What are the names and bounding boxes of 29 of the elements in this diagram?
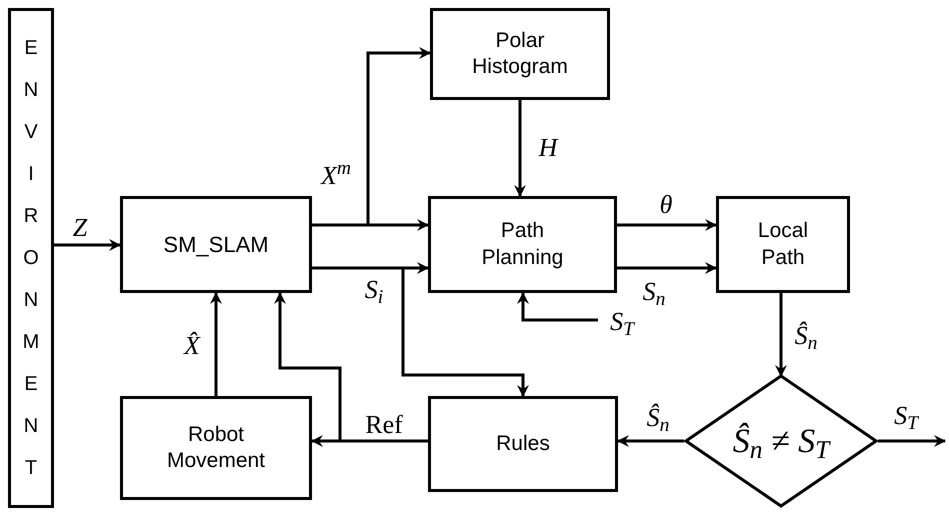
condition-text: Ŝ$_{n}$ ≠ S$_{T}$ xyxy=(732,422,830,466)
arrow xyxy=(312,266,529,397)
box-label: Robot Movement xyxy=(166,422,266,474)
process-box xyxy=(120,196,312,293)
arrow xyxy=(617,262,717,274)
box-label: Polar Histogram xyxy=(471,28,569,80)
box-label: Rules xyxy=(496,430,550,457)
box-label: Local Path xyxy=(756,218,810,270)
process-box xyxy=(716,196,850,293)
process-box xyxy=(428,396,618,492)
arrow xyxy=(274,292,428,442)
environment-box xyxy=(8,8,54,508)
arrow xyxy=(775,293,787,377)
arrow xyxy=(617,435,684,447)
arrow xyxy=(210,292,222,396)
arrow xyxy=(878,435,946,447)
process-box xyxy=(120,396,312,500)
arrow xyxy=(54,239,121,251)
process-box xyxy=(428,196,617,293)
arrow xyxy=(312,47,431,226)
process-box xyxy=(430,8,610,100)
box-label: SM_SLAM xyxy=(163,230,269,258)
box-label: Path Planning xyxy=(480,218,564,270)
edge-label: Ŝ$_{n}$ xyxy=(794,323,818,349)
arrow xyxy=(514,100,526,197)
arrow xyxy=(517,292,598,322)
edge-label: Ŝ$_{n}$ xyxy=(646,405,670,431)
arrow xyxy=(617,219,717,231)
vertical-label: ENVIRONMENT xyxy=(22,36,40,481)
